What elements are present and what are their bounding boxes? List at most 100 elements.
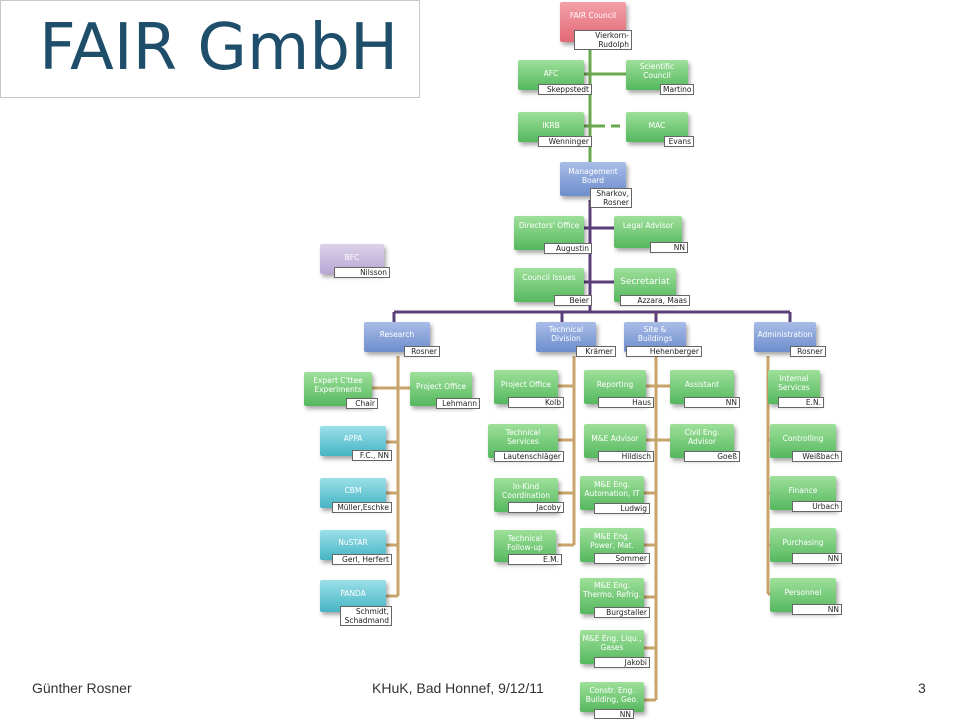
- node-person: NN: [650, 242, 688, 253]
- title-box: FAIR GmbH: [0, 0, 420, 98]
- directors-office-box: Directors' Office Augustin: [514, 216, 592, 254]
- node-label: Project Office: [416, 382, 466, 391]
- site-buildings-box: Site & Buildings Hehenberger: [624, 322, 702, 357]
- node-label: Internal Services: [778, 374, 810, 392]
- node-label: Technical Division: [548, 325, 584, 343]
- personnel-box: Personnel NN: [770, 578, 842, 615]
- node-person: Ludwig: [594, 503, 650, 514]
- technical-services-box: Technical Services Lautenschläger: [488, 424, 564, 462]
- node-person: Hildisch: [598, 451, 654, 462]
- me-power-box: M&E Eng. Power, Mat. Sommer: [580, 528, 650, 564]
- ikrb-box: IKRB Wenninger: [518, 112, 592, 147]
- node-label: Scientific Council: [639, 62, 675, 80]
- node-label: M&E Eng. Thermo, Refrig.: [582, 581, 641, 599]
- node-label: IKRB: [542, 121, 560, 130]
- node-label: FAIR Council: [569, 11, 617, 20]
- node-label: M&E Eng. Power, Mat.: [590, 532, 634, 550]
- cbm-box: CBM Müller,Eschke: [320, 478, 392, 513]
- controlling-box: Controlling Weißbach: [770, 424, 842, 462]
- node-label: Legal Advisor: [622, 221, 674, 230]
- footer-author: Günther Rosner: [32, 680, 132, 696]
- administration-box: Administration Rosner: [754, 322, 826, 357]
- node-person: Haus: [598, 397, 654, 408]
- node-label: In-Kind Coordination: [502, 482, 550, 500]
- node-label: M&E Eng. Liqu., Gases: [582, 634, 642, 652]
- me-liqu-box: M&E Eng. Liqu., Gases Jakobi: [580, 630, 650, 668]
- node-person: Azzara, Maas: [620, 295, 690, 306]
- node-label: Controlling: [782, 434, 824, 443]
- node-person: Beier: [554, 295, 592, 306]
- footer-event: KHuK, Bad Honnef, 9/12/11: [372, 680, 544, 696]
- node-person: Jakobi: [594, 657, 650, 668]
- node-label: Assistant: [684, 380, 720, 389]
- node-person: E.M.: [508, 554, 562, 565]
- node-person: Weißbach: [792, 451, 842, 462]
- in-kind-coordination-box: In-Kind Coordination Jacoby: [494, 478, 564, 513]
- fair-council-box: FAIR Council Vierkorn-Rudolph: [560, 2, 632, 50]
- node-person: Burgstaller: [594, 607, 650, 618]
- node-label: APPA: [343, 434, 363, 443]
- node-person: Schmidt, Schadmand: [340, 606, 392, 626]
- node-person: Müller,Eschke: [332, 502, 392, 513]
- council-issues-box: Council Issues Beier: [514, 268, 592, 306]
- node-person: Hehenberger: [626, 346, 702, 357]
- node-label: Administration: [757, 330, 813, 339]
- node-label: Civil Eng. Advisor: [684, 428, 720, 446]
- node-person: Lautenschläger: [494, 451, 564, 462]
- node-label: Finance: [788, 486, 818, 495]
- node-label: Purchasing: [782, 538, 824, 547]
- project-office-research-box: Project Office Lehmann: [410, 372, 480, 409]
- node-label: M&E Eng. Automation, IT: [584, 480, 640, 498]
- node-label: Management Board: [568, 167, 618, 185]
- node-label: Personnel: [784, 588, 822, 597]
- node-person: Jacoby: [508, 502, 564, 513]
- node-label: PANDA: [340, 589, 366, 598]
- civil-eng-advisor-box: Civil Eng. Advisor Goeß: [670, 424, 740, 462]
- constr-eng-box: Constr. Eng. Building, Geo. NN: [580, 682, 644, 719]
- purchasing-box: Purchasing NN: [770, 528, 842, 564]
- bfc-box: BFC Nilsson: [320, 244, 390, 278]
- node-label: M&E Advisor: [591, 434, 639, 443]
- node-person: Rosner: [790, 346, 826, 357]
- me-automation-box: M&E Eng. Automation, IT Ludwig: [580, 476, 650, 514]
- node-person: Chair: [346, 398, 378, 409]
- node-person: Krämer: [576, 346, 616, 357]
- node-person: Sommer: [594, 553, 650, 564]
- node-person: Skeppstedt: [538, 84, 592, 95]
- node-label: Research: [379, 330, 415, 339]
- afc-box: AFC Skeppstedt: [518, 60, 592, 95]
- footer-page-number: 3: [918, 680, 926, 696]
- finance-box: Finance Urbach: [770, 476, 842, 512]
- node-label: BFC: [344, 253, 360, 262]
- node-person: Nilsson: [334, 267, 390, 278]
- internal-services-box: Internal Services E.N.: [768, 370, 824, 408]
- node-label: Site & Buildings: [637, 325, 673, 343]
- slide-title: FAIR GmbH: [39, 11, 399, 85]
- node-person: NN: [792, 604, 842, 615]
- node-person: Augustin: [544, 243, 592, 254]
- node-label: Directors' Office: [518, 221, 580, 230]
- node-person: Kolb: [508, 397, 564, 408]
- node-label: Constr. Eng. Building, Geo.: [585, 686, 639, 704]
- node-person: NN: [594, 709, 634, 719]
- node-label: Council Issues: [522, 273, 576, 282]
- node-person: Vierkorn-Rudolph: [574, 30, 632, 50]
- legal-advisor-box: Legal Advisor NN: [614, 216, 688, 253]
- reporting-box: Reporting Haus: [584, 370, 654, 408]
- node-person: NN: [684, 397, 740, 408]
- node-person: Urbach: [792, 501, 842, 512]
- technical-division-box: Technical Division Krämer: [536, 322, 616, 357]
- node-label: Secretariat: [620, 277, 670, 287]
- scientific-council-box: Scientific Council Martino: [626, 60, 694, 95]
- management-board-box: Management Board Sharkov, Rosner: [560, 162, 632, 208]
- node-person: Evans: [664, 136, 694, 147]
- node-label: Technical Follow-up: [507, 534, 543, 552]
- nustar-box: NuSTAR Gerl, Herfert: [320, 530, 392, 565]
- node-person: NN: [792, 553, 842, 564]
- node-label: NuSTAR: [338, 538, 368, 547]
- node-label: Expert C'ttee Experiments: [313, 376, 363, 394]
- node-label: MAC: [648, 121, 666, 130]
- node-label: AFC: [543, 69, 559, 78]
- node-label: Project Office: [501, 380, 551, 389]
- panda-box: PANDA Schmidt, Schadmand: [320, 580, 392, 626]
